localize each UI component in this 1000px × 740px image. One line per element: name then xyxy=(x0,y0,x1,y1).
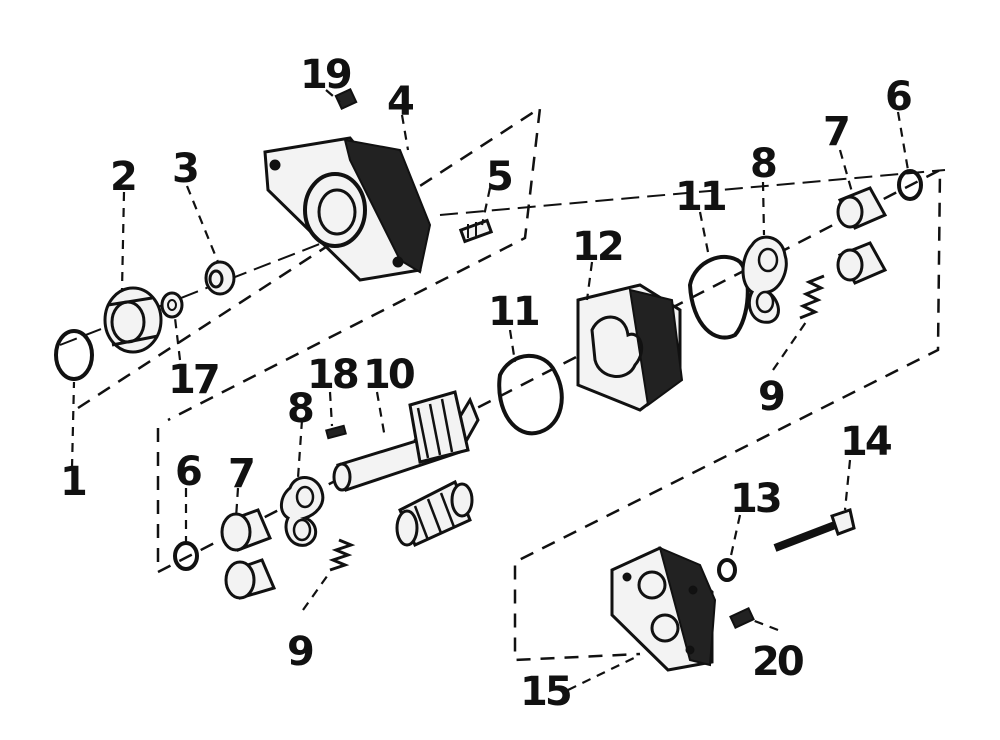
callout-2: 2 xyxy=(110,154,135,200)
part-drive-shaft xyxy=(332,390,480,492)
callout-7b: 7 xyxy=(823,109,848,155)
callout-4: 4 xyxy=(387,79,413,125)
callout-20: 20 xyxy=(752,639,803,685)
callout-8a: 8 xyxy=(287,386,313,432)
assembly-frame-lines xyxy=(59,105,946,662)
callout-9b: 9 xyxy=(758,374,784,420)
part-needle-bearings-right xyxy=(836,186,888,285)
part-spring-right xyxy=(799,274,825,320)
callout-9a: 9 xyxy=(287,629,313,675)
callout-6a: 6 xyxy=(175,449,201,495)
part-plug-19 xyxy=(334,87,358,111)
part-driven-gear xyxy=(395,479,474,547)
part-key-18 xyxy=(325,424,347,440)
callout-6b: 6 xyxy=(885,74,911,120)
part-spring-left xyxy=(328,538,356,572)
leader-lines xyxy=(70,89,910,691)
callout-5: 5 xyxy=(486,154,512,200)
callout-10: 10 xyxy=(363,352,414,398)
callout-15: 15 xyxy=(520,669,571,715)
part-fitting-20 xyxy=(729,607,755,629)
part-end-cover xyxy=(610,546,717,672)
part-fitting-5 xyxy=(458,218,494,244)
callout-1: 1 xyxy=(60,459,86,505)
callout-11a: 11 xyxy=(488,289,539,335)
callout-13: 13 xyxy=(730,476,780,522)
callout-17: 17 xyxy=(168,357,218,403)
part-washer-13 xyxy=(717,558,737,582)
callout-14: 14 xyxy=(840,419,891,465)
part-gasket-right xyxy=(687,255,750,340)
callout-18: 18 xyxy=(307,352,358,398)
part-bolt-14 xyxy=(773,508,856,552)
part-o-ring xyxy=(54,329,94,381)
callout-12: 12 xyxy=(572,224,622,270)
part-washer-17 xyxy=(160,291,184,319)
part-bearing-2 xyxy=(103,286,163,354)
callout-8b: 8 xyxy=(750,141,776,187)
callout-7a: 7 xyxy=(228,451,253,497)
part-ring-left xyxy=(173,541,199,571)
part-seal-3 xyxy=(204,260,236,296)
callout-3: 3 xyxy=(172,146,197,192)
callout-labels: 1 2 3 17 19 4 5 18 10 8 7 6 9 11 12 11 8… xyxy=(60,52,914,715)
part-gear-housing xyxy=(576,283,684,412)
callout-11b: 11 xyxy=(675,174,726,220)
part-bushing-plate-left xyxy=(280,476,325,547)
part-ring-right xyxy=(897,169,923,201)
part-gasket-left xyxy=(497,353,564,436)
callout-19: 19 xyxy=(300,52,351,98)
part-needle-bearings-left xyxy=(220,508,277,600)
part-bushing-plate-right xyxy=(741,235,788,324)
part-mounting-flange xyxy=(263,136,432,282)
